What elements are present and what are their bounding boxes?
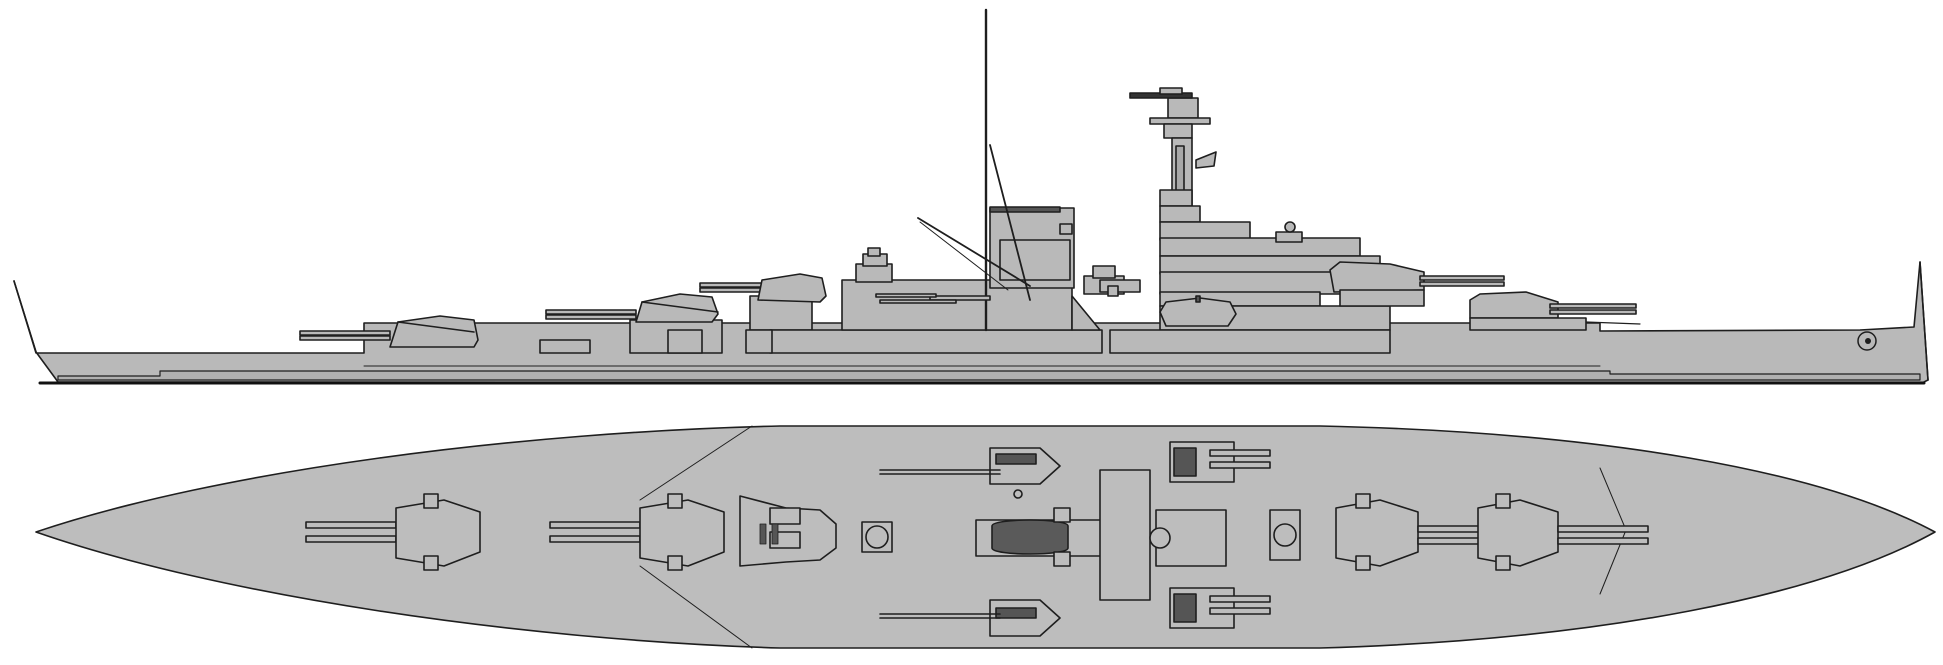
plan-secondary-port-aft: [1169, 587, 1271, 629]
side-elevation-view: [13, 8, 1929, 385]
anchor-hawse-core: [1865, 338, 1871, 344]
mast-yard: [989, 144, 1031, 301]
rangefinder-base: [1159, 87, 1183, 95]
plan-aft-superstructure: [1099, 469, 1301, 601]
main-turret-c: [699, 273, 827, 331]
funnel-cap: [989, 206, 1061, 213]
aa-gun-mid: [1099, 279, 1141, 297]
crane-boom: [917, 217, 1031, 287]
main-turret-d: [1329, 261, 1505, 307]
main-turret-b: [545, 293, 723, 354]
plan-funnel: [975, 507, 1111, 567]
stern-post: [1919, 261, 1929, 381]
aft-superstructure-lower: [1109, 329, 1391, 354]
plan-secondary-stbd-aft: [1169, 441, 1271, 483]
plan-twin-guns-fwd: [759, 523, 779, 545]
bow-stem: [13, 280, 37, 353]
aa-gun-fwd-pair: [875, 293, 991, 304]
crane-stay: [919, 221, 1009, 291]
director-stack: [1275, 221, 1303, 243]
secondary-turret-aft: [1159, 295, 1237, 327]
anchor-hawse-icon: [1857, 331, 1877, 351]
plan-mast: [1013, 489, 1023, 499]
deck-forecastle-line: [639, 425, 753, 649]
plan-secondary-stbd-fwd: [879, 447, 1061, 485]
plan-main-turret-b: [549, 493, 725, 571]
plan-main-turret-d: [1335, 493, 1489, 571]
plan-secondary-fwd: [861, 521, 893, 553]
main-turret-a: [299, 315, 479, 348]
top-plan-view: [35, 425, 1936, 649]
plan-secondary-port-fwd: [879, 599, 1061, 637]
plan-main-turret-e: [1477, 493, 1649, 571]
hull-waterline-band: [57, 370, 1921, 381]
main-turret-e: [1469, 291, 1637, 331]
stern-flagstaff: [1585, 321, 1641, 325]
deckhouse-small: [539, 339, 591, 354]
plan-main-turret-a: [305, 493, 481, 571]
